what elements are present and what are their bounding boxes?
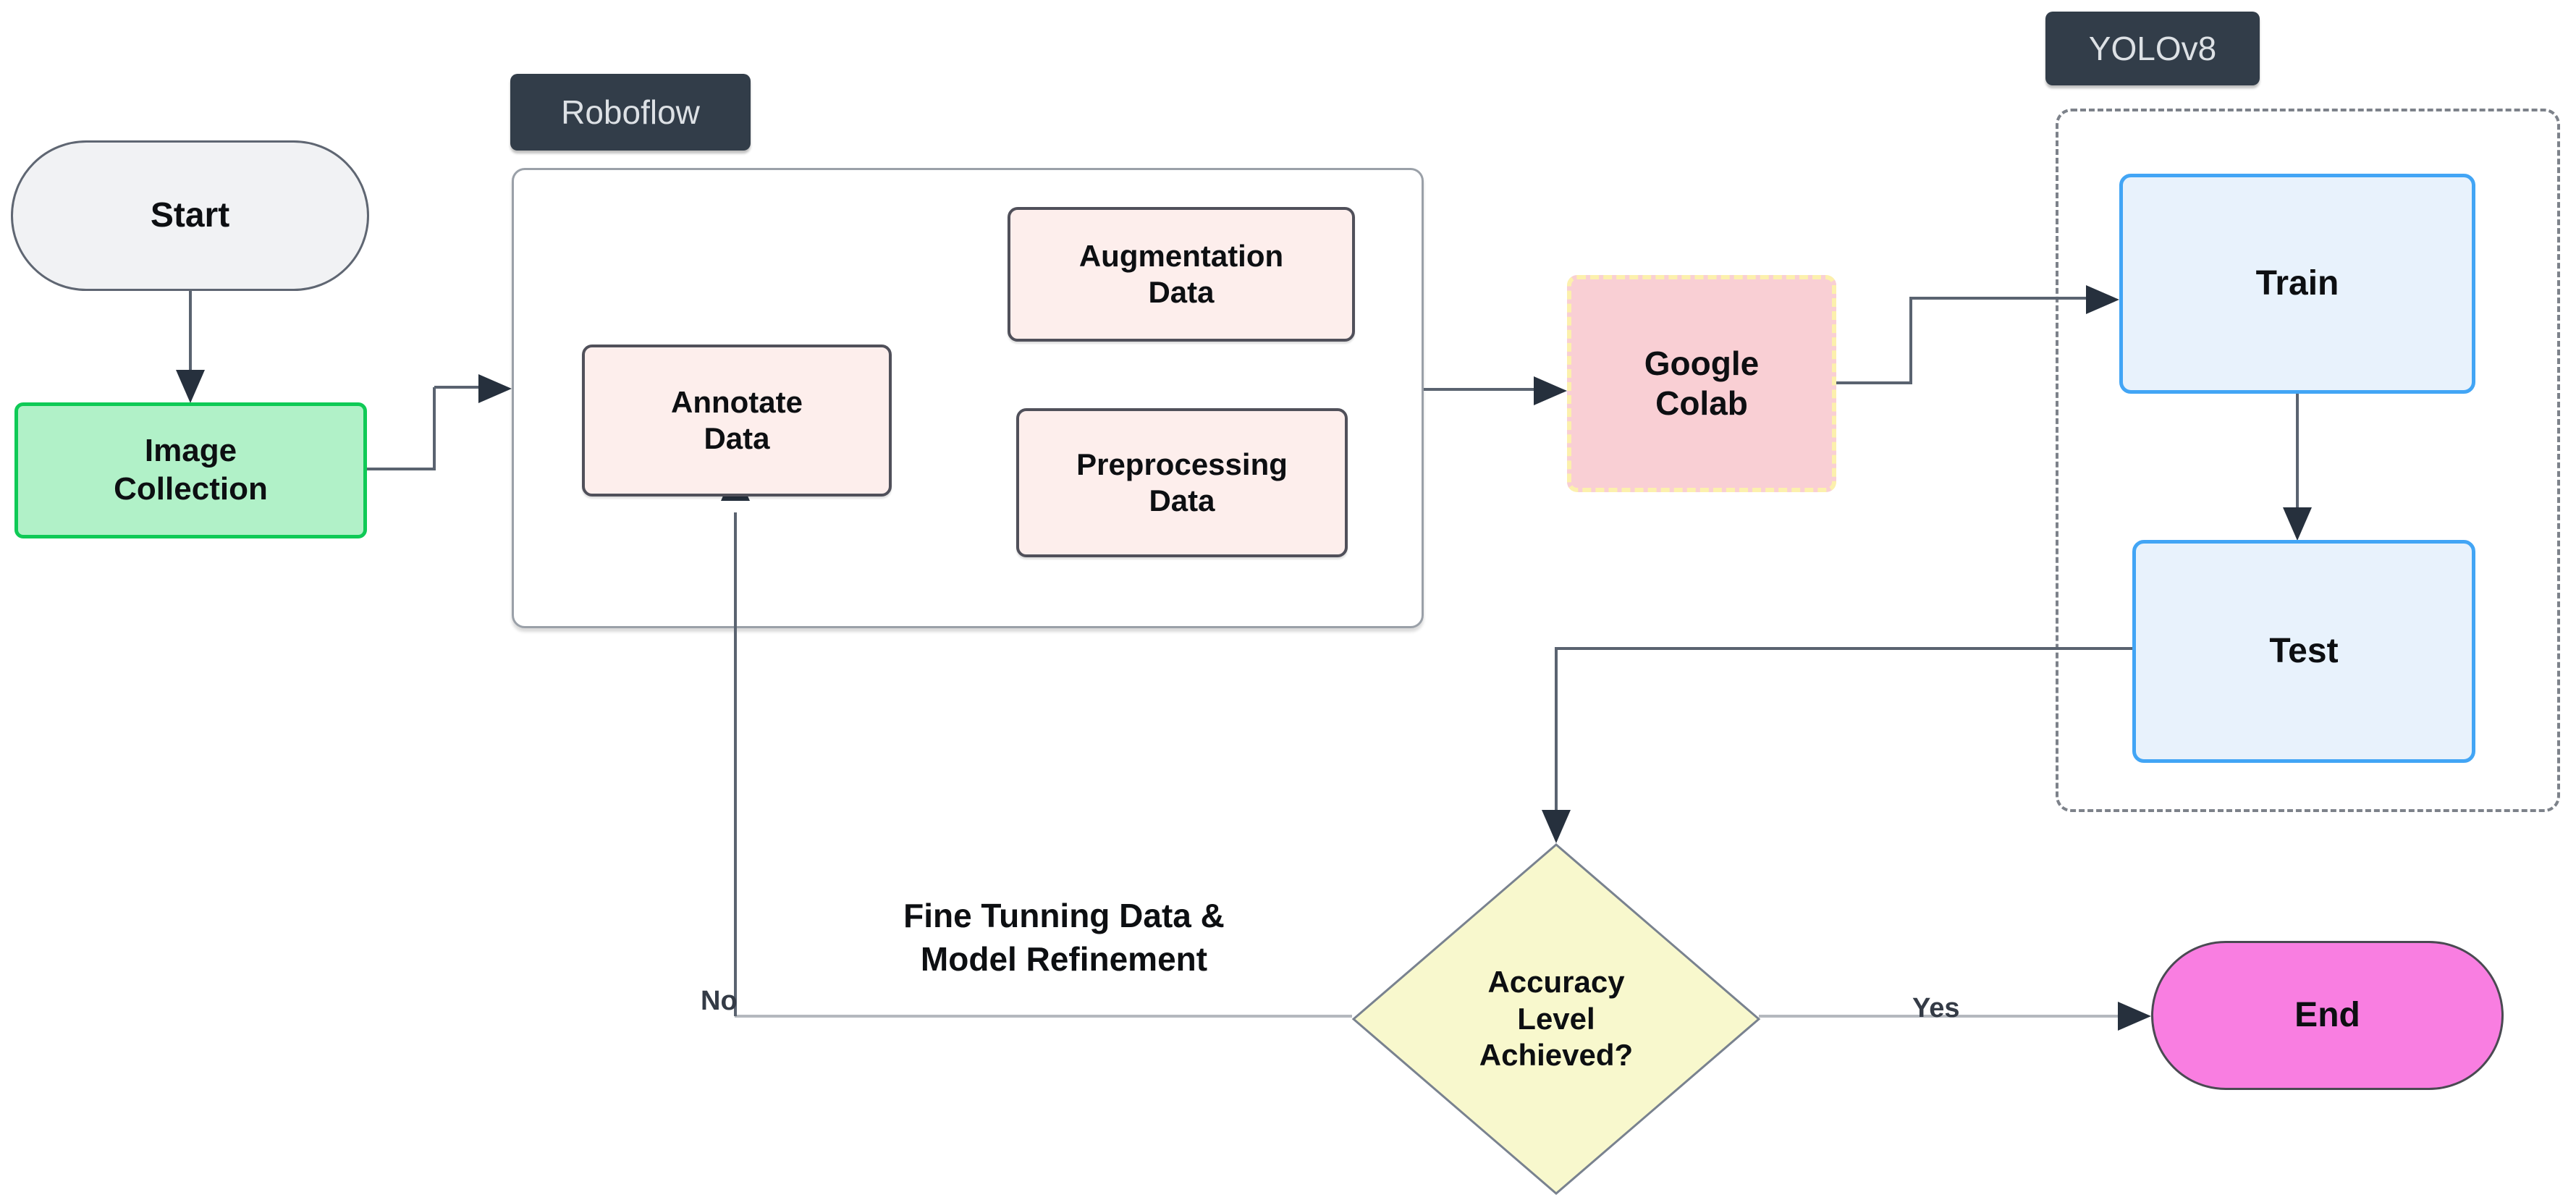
arrowhead-right-icon xyxy=(2118,1002,2151,1031)
edge-no-feedback-segment xyxy=(734,512,737,1016)
feedback-note: Fine Tunning Data & Model Refinement xyxy=(903,897,1225,978)
yolov8-group-label: YOLOv8 xyxy=(2045,12,2260,85)
annotate-data-node: Annotate Data xyxy=(582,345,892,497)
arrowhead-right-icon xyxy=(2086,285,2119,314)
decision-diamond-shape xyxy=(1351,843,1761,1195)
decision-node: Accuracy Level Achieved? xyxy=(1479,965,1634,1073)
edge-start-to-image-segment xyxy=(189,290,192,373)
yolov8-group-container xyxy=(2056,109,2560,812)
edge-roboflow-to-colab-segment xyxy=(1424,388,1535,391)
edge-label-no: No xyxy=(701,986,738,1016)
arrowhead-right-icon xyxy=(1534,376,1567,405)
arrowhead-down-icon xyxy=(2283,507,2312,541)
image-collection-node: Image Collection xyxy=(14,402,367,538)
edge-train-to-test-segment xyxy=(2296,392,2299,509)
edge-colab-to-train-segment-1 xyxy=(1833,381,1912,384)
edge-colab-to-train-segment-2 xyxy=(1909,297,1912,384)
end-node: End xyxy=(2151,941,2504,1090)
roboflow-group-container xyxy=(512,168,1424,628)
train-node: Train xyxy=(2119,174,2475,394)
edge-colab-to-train-segment-3 xyxy=(1911,297,2087,300)
roboflow-group-label: Roboflow xyxy=(510,74,751,151)
preprocessing-data-node: Preprocessing Data xyxy=(1016,408,1348,557)
edge-test-to-decision-segment-2 xyxy=(1555,647,1558,811)
edge-decision-no-segment xyxy=(735,1015,1352,1018)
arrowhead-down-icon xyxy=(1542,810,1571,843)
edge-label-yes: Yes xyxy=(1912,993,1960,1023)
edge-image-to-roboflow-segment-1 xyxy=(367,468,434,470)
edge-test-to-decision-segment-1 xyxy=(1556,647,2132,650)
arrowhead-right-icon xyxy=(478,374,512,403)
edge-decision-yes-segment xyxy=(1759,1015,2119,1018)
start-node: Start xyxy=(11,140,369,291)
test-node: Test xyxy=(2132,540,2475,763)
edge-image-to-roboflow-segment-3 xyxy=(434,386,480,389)
edge-image-to-roboflow-segment-2 xyxy=(433,387,436,470)
augmentation-data-node: Augmentation Data xyxy=(1008,207,1355,342)
arrowhead-down-icon xyxy=(176,370,205,403)
google-colab-node: Google Colab xyxy=(1567,275,1836,492)
